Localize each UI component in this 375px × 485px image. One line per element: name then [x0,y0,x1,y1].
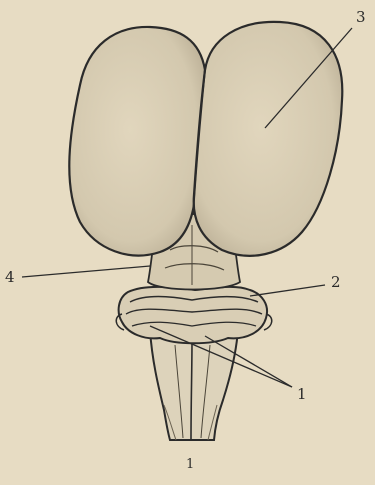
right-hemisphere [194,22,343,256]
callout-4: 4 [5,270,15,285]
medulla [150,330,238,440]
callout-1: 1 [297,387,307,402]
callout-3: 3 [356,10,366,25]
leader-line-2 [250,285,325,296]
cerebellum-outer [119,287,267,343]
figure-caption: 1 [186,458,194,471]
left-hemisphere [69,27,205,256]
callout-2: 2 [331,275,341,290]
leader-line-4 [22,266,150,277]
medulla-fissure [191,340,192,440]
